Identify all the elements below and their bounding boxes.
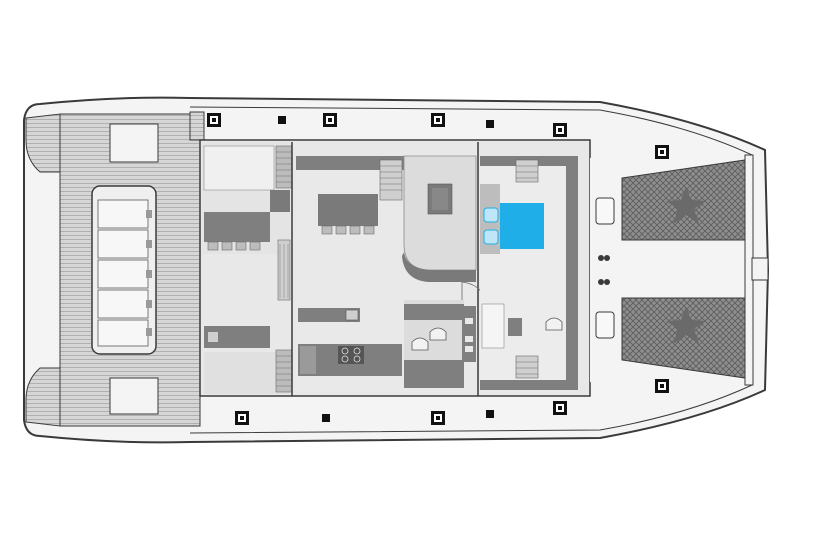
fwd-winch-icons [598,255,610,285]
hatch-top-1 [207,113,221,127]
master-cabin-wall-right [566,160,578,380]
master-bed-pillow-1 [483,207,499,223]
master-bed [500,203,544,249]
port-stairs [275,145,293,189]
hatch-top-3 [323,113,337,127]
helm-console-lower [404,360,464,388]
hatch-top-4 [431,113,445,127]
helm-console [404,304,464,320]
master-bed-pillow-2 [483,229,499,245]
fwd-locker-bottom [595,311,615,339]
aft-lower-panel [204,352,290,394]
hatch-bottom-5 [553,401,567,415]
saloon-top-steps [379,159,403,201]
saloon-door-grate [277,239,291,301]
aft-dining-top-bench [203,145,275,191]
galley-stove-burners [341,347,361,363]
aft-step-top [25,113,61,173]
master-cabin-bottom-steps [515,355,539,379]
aft-dining-table [204,212,270,242]
hatch-bottom-3 [431,411,445,425]
saloon-l-sofa-back [402,252,476,282]
deck-hatches [207,113,669,425]
helm-seats [411,327,447,351]
aft-cockpit-deck-upper [189,111,205,141]
hatch-bottom-4 [486,410,494,418]
master-cabin-top-steps [515,159,539,183]
galley-sink [345,309,359,321]
stb-stairs [275,349,293,393]
aft-side-cabinet [270,190,290,212]
hatch-bottom-2 [322,414,330,422]
master-cabin-ottoman [508,318,522,336]
hatch-bottom-1 [235,411,249,425]
hatch-bow-bottom [655,379,669,393]
helm-instruments [465,318,473,352]
transom-locker-top [109,123,159,163]
hatch-top-6 [553,123,567,137]
hatch-top-2 [278,116,286,124]
helm-nav-panel [462,306,476,362]
aft-dining-stools [207,241,261,251]
saloon-top-counter [296,156,406,170]
transom-locker-bottom [109,377,159,415]
master-cabin-chair [545,317,563,331]
hatch-top-5 [486,120,494,128]
aft-lounge-cushions [97,199,149,347]
master-cabin-desk [481,303,505,349]
aft-lower-bench-inner [208,332,218,342]
starfish-icon-top [666,186,706,224]
aft-step-bottom [25,367,61,427]
aft-lounge-ribs [146,210,152,336]
saloon-coffee-table-inner [432,188,448,210]
galley-counter-top [298,308,360,322]
fwd-locker-top [595,197,615,225]
starfish-icon-bottom [666,306,706,344]
saloon-dining-chairs [321,225,375,235]
aft-lower-bench [204,326,270,348]
galley-fridge [300,346,316,374]
bow-sprit [751,257,769,281]
hatch-bow-top [655,145,669,159]
galley-stove [338,346,364,364]
saloon-dining-table [318,194,378,226]
master-cabin-wall-bottom [480,380,578,390]
